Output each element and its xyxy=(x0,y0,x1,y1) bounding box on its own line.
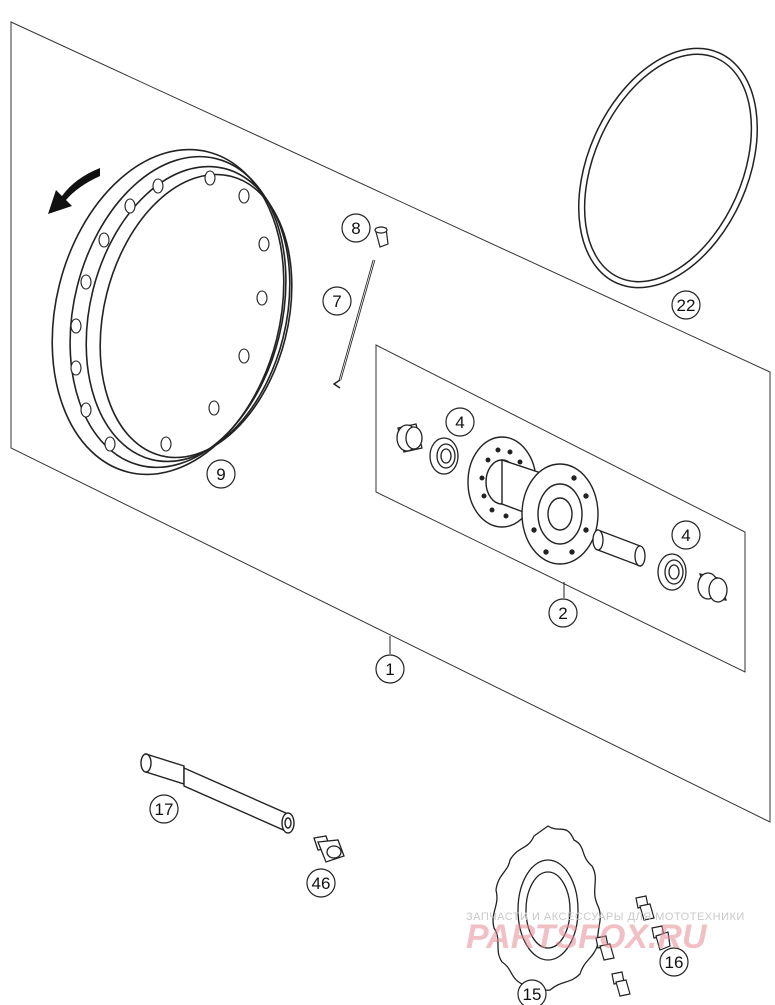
assembly-panel-outline xyxy=(10,21,771,823)
callout-4-left: 4 xyxy=(445,407,475,437)
callout-7: 7 xyxy=(322,286,352,316)
svg-text:2: 2 xyxy=(558,604,567,623)
hub-spacer-outer-part xyxy=(697,572,728,603)
callout-22: 22 xyxy=(671,290,701,320)
rotation-arrow-icon xyxy=(48,168,100,214)
callout-17: 17 xyxy=(149,794,179,824)
hub-spacer-left-part xyxy=(396,423,423,453)
callout-1: 1 xyxy=(375,654,405,684)
callout-9: 9 xyxy=(206,459,236,489)
callout-46: 46 xyxy=(306,868,336,898)
disc-bolts-part xyxy=(595,895,671,997)
callout-15: 15 xyxy=(517,979,547,1005)
callout-2: 2 xyxy=(548,598,578,628)
hub-panel-outline xyxy=(375,344,746,673)
spoke-nipple-part xyxy=(374,226,389,248)
axle-part xyxy=(140,753,295,834)
spoke-part xyxy=(332,259,376,389)
svg-text:1: 1 xyxy=(385,660,394,679)
svg-text:8: 8 xyxy=(351,219,360,238)
axle-nut-part xyxy=(313,835,345,863)
svg-text:22: 22 xyxy=(677,296,696,315)
callout-4-right: 4 xyxy=(671,520,701,550)
svg-text:9: 9 xyxy=(216,465,225,484)
hub-spacer-right-part xyxy=(592,529,646,567)
svg-text:16: 16 xyxy=(665,953,684,972)
svg-text:4: 4 xyxy=(455,413,464,432)
svg-text:15: 15 xyxy=(523,985,542,1004)
svg-text:4: 4 xyxy=(681,526,690,545)
rim-part xyxy=(51,148,293,476)
svg-text:17: 17 xyxy=(155,800,174,819)
svg-text:7: 7 xyxy=(332,292,341,311)
rim-band-part xyxy=(577,47,759,289)
callout-16: 16 xyxy=(659,947,689,977)
bearing-right-part xyxy=(657,553,687,591)
bearing-left-part xyxy=(429,437,459,475)
watermark-brand: PARTSFOX.RU xyxy=(466,918,707,956)
callout-8: 8 xyxy=(341,213,371,243)
brake-disc-part xyxy=(492,825,601,991)
watermark-tagline: ЗАПЧАСТИ И АКСЕССУАРЫ ДЛЯ МОТОТЕХНИКИ xyxy=(466,911,745,923)
svg-text:46: 46 xyxy=(312,874,331,893)
hub-part xyxy=(467,436,599,565)
